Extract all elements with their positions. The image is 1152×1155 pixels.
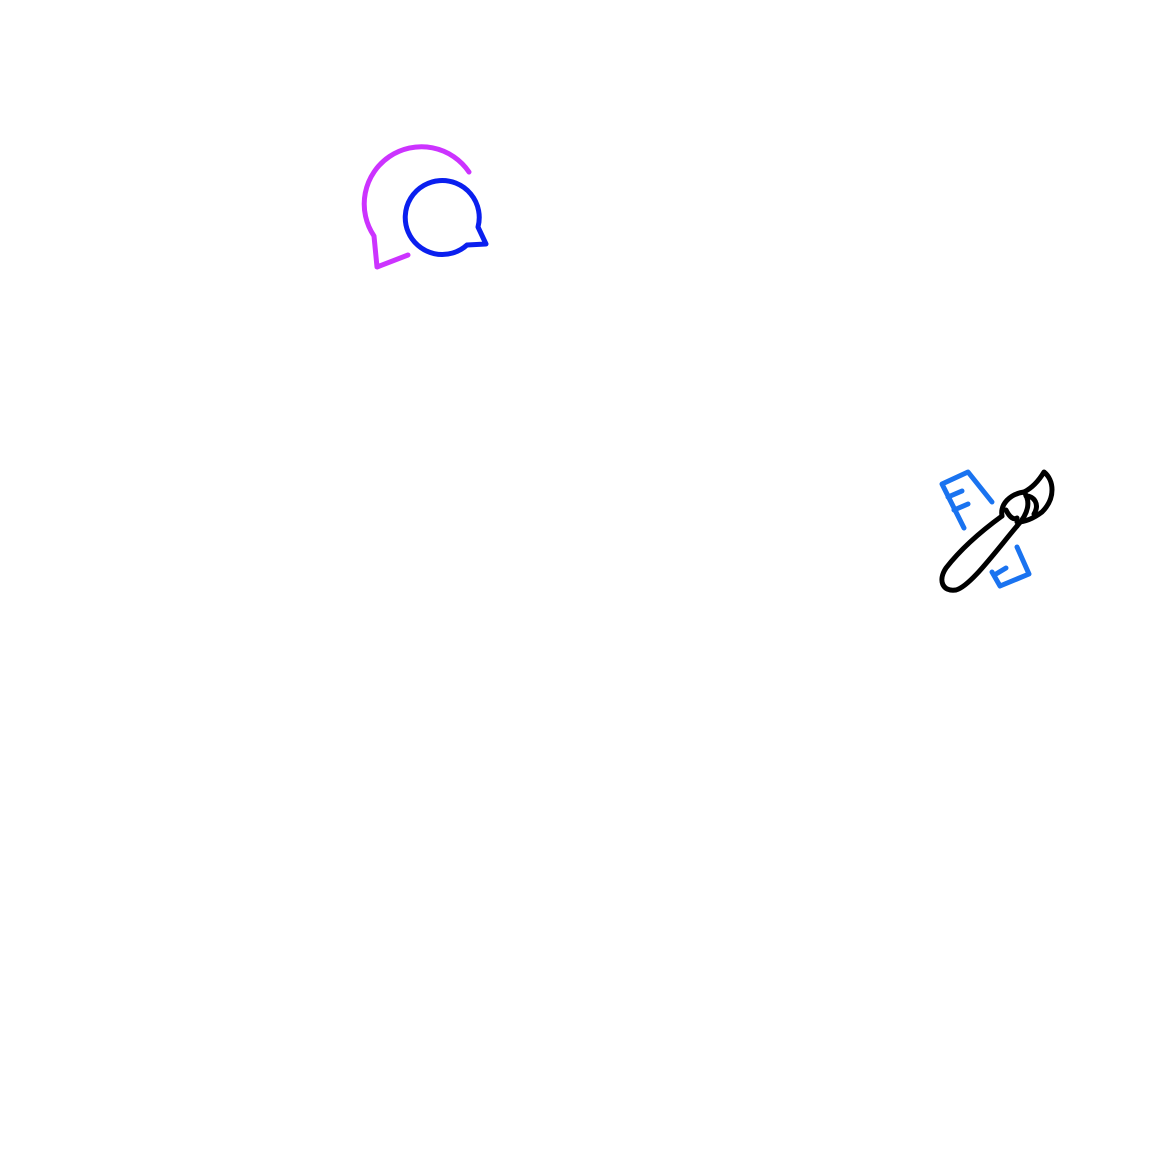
inner-speech-bubble: [402, 178, 489, 257]
ruler-and-paintbrush-icon: [930, 460, 1065, 600]
ruler-icon: [939, 469, 1032, 589]
chat-bubbles-icon: [350, 132, 500, 277]
outer-speech-bubble: [361, 144, 472, 270]
paintbrush-icon: [939, 469, 1055, 593]
